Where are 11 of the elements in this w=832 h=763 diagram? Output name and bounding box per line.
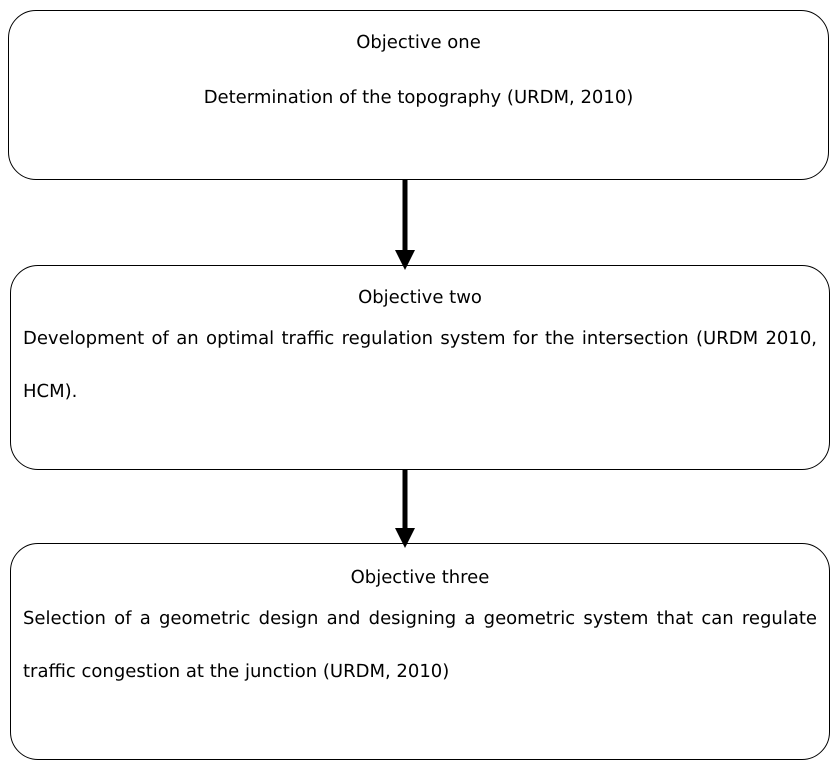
box-heading: Objective one [355, 31, 482, 55]
rounded-box [10, 543, 830, 760]
box-text: Selection of a geometric design and designing a geometric system that can regulate traffic congestion at the junction (URDM, 2010) [23, 607, 817, 684]
box-text: Determination of the topography (URDM, 2010) [202, 86, 634, 110]
arrow [395, 180, 415, 270]
rounded-box [10, 265, 830, 470]
rounded-box [8, 10, 829, 180]
arrow [395, 470, 415, 548]
box-heading: Objective two [357, 286, 483, 310]
box-text: Development of an optimal traffic regulation system for the intersection (URDM 2010, HCM). [23, 327, 817, 404]
box-heading: Objective three [350, 566, 490, 590]
